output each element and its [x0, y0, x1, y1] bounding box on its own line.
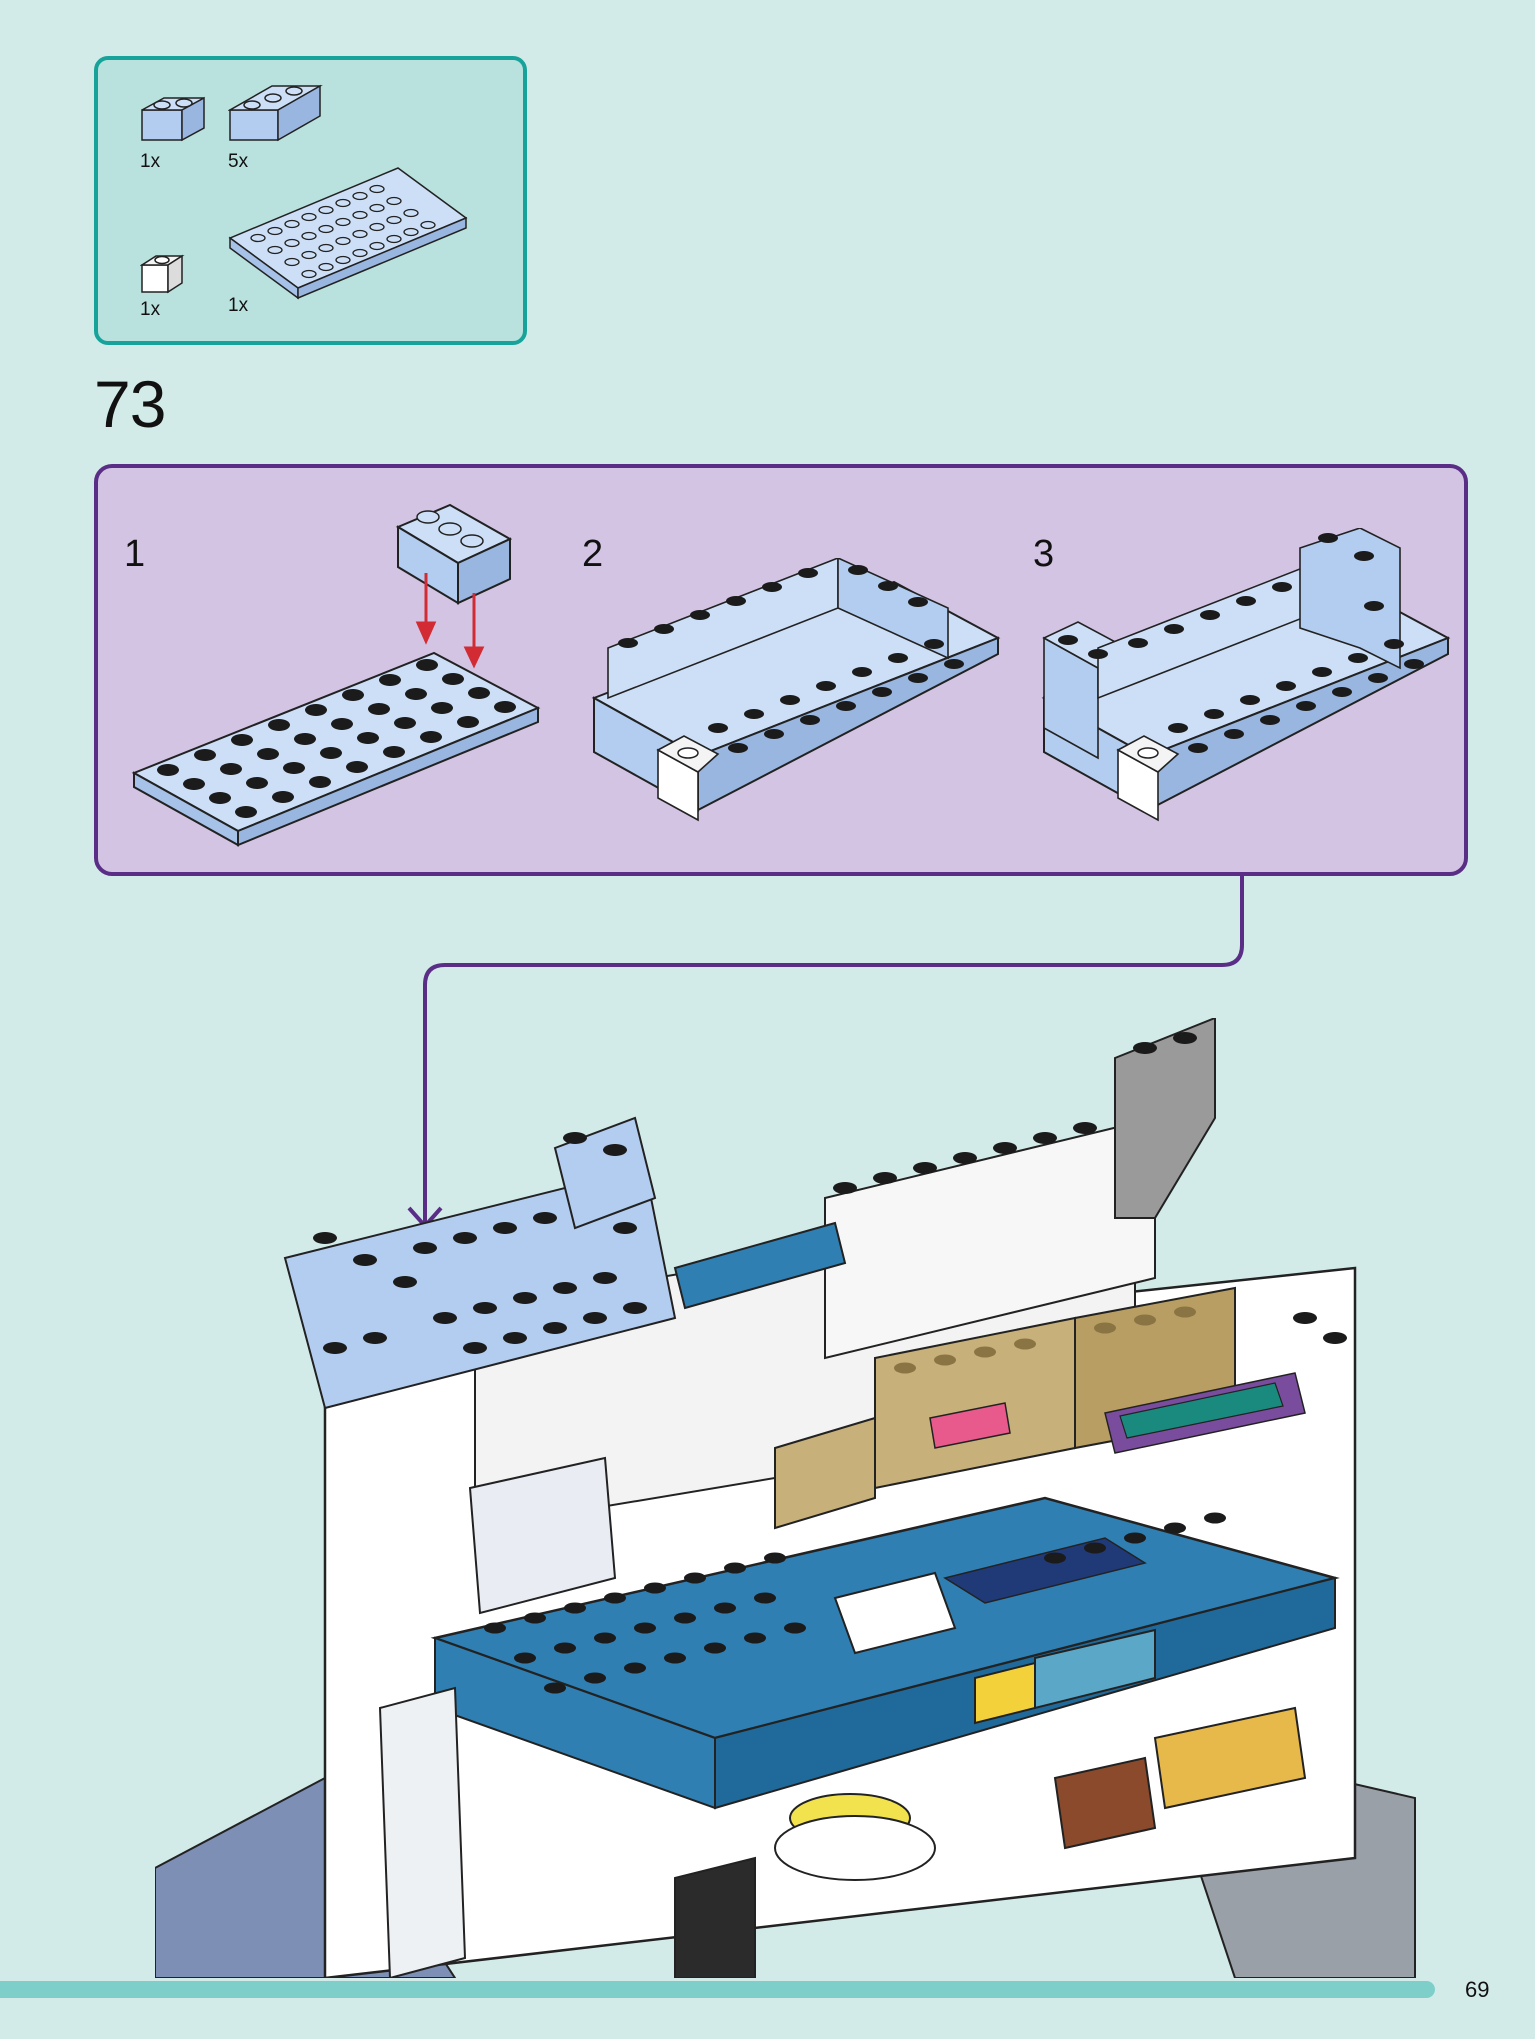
substep-3-figure — [1038, 527, 1458, 863]
part-qty: 1x — [228, 295, 249, 316]
part-plate-4x8: 1x — [228, 160, 488, 316]
substep-2-figure — [588, 556, 1008, 863]
part-qty: 1x — [140, 151, 161, 172]
substep-number: 2 — [582, 533, 604, 575]
page-number: 69 — [1465, 1977, 1490, 2002]
part-qty: 1x — [140, 299, 161, 320]
part-brick-1x3: 5x — [228, 78, 338, 172]
part-qty: 5x — [228, 151, 249, 172]
substep-number: 1 — [124, 533, 146, 575]
parts-list: 1x 5x 1x — [94, 56, 527, 345]
footer-bar — [0, 1981, 1435, 1998]
main-build-figure — [154, 1016, 1425, 1983]
part-brick-1x2: 1x — [140, 88, 220, 172]
step-number: 73 — [94, 367, 166, 441]
part-brick-1x1: 1x — [140, 250, 200, 320]
substep-callout: 1 — [94, 464, 1468, 876]
substep-1-figure — [128, 493, 548, 858]
substep-number: 3 — [1033, 533, 1055, 575]
